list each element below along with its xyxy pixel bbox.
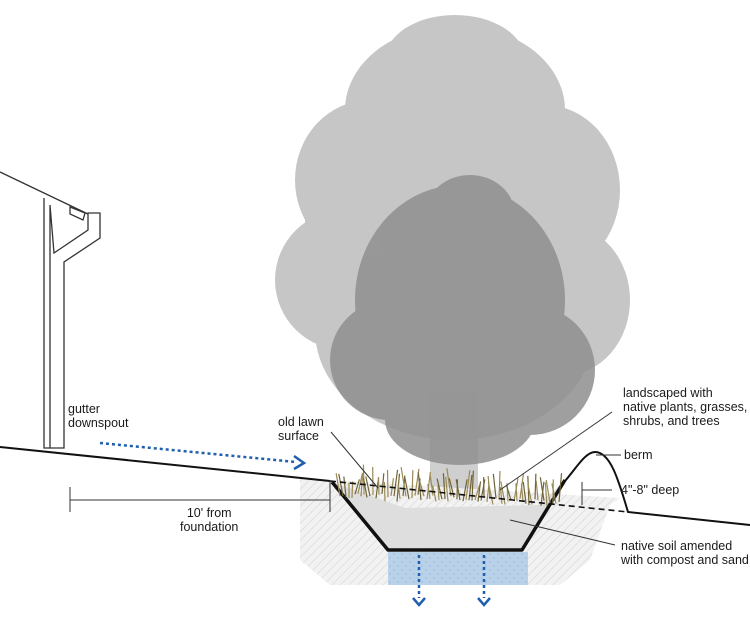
- garden-basin: [330, 479, 567, 552]
- grass-blade: [417, 478, 421, 495]
- grass-blade: [465, 470, 471, 500]
- grass-blade: [419, 481, 425, 497]
- grass-blade: [448, 478, 455, 498]
- grass-blade: [477, 481, 482, 502]
- grass-blade: [527, 475, 530, 506]
- grass-blade: [551, 483, 557, 504]
- grass-blade: [343, 476, 347, 498]
- grass-blade: [436, 478, 443, 500]
- grass-blades: [335, 464, 563, 507]
- grass-blade: [544, 482, 548, 507]
- infiltration-arrow-right: [477, 555, 491, 607]
- grass-blade: [545, 479, 551, 504]
- grass-blade: [558, 473, 563, 502]
- grass-blade: [437, 484, 440, 501]
- gutter-downspout-label: gutter downspout: [68, 402, 129, 430]
- grass-blade: [462, 479, 468, 502]
- grass-blade: [498, 470, 501, 500]
- grass-blade: [492, 473, 497, 499]
- gravel-layer: [388, 552, 528, 585]
- native-soil-label: native soil amended with compost and san…: [621, 539, 749, 567]
- grass-blade: [480, 479, 486, 501]
- grass-blade: [432, 485, 437, 502]
- grass-blade: [354, 479, 360, 495]
- grass-blade: [522, 481, 527, 504]
- depth-label: 4"-8" deep: [621, 483, 680, 497]
- grass-blade: [535, 480, 539, 501]
- grass-blade: [417, 472, 422, 501]
- grass-blade: [468, 474, 473, 501]
- grass-blade: [445, 476, 449, 502]
- amended-soil: [332, 480, 565, 550]
- grass-blade: [335, 473, 341, 497]
- grass-blade: [411, 470, 414, 499]
- grass-blade: [381, 473, 385, 494]
- grass-blade: [426, 471, 432, 500]
- grass-blade: [338, 473, 344, 497]
- grass-blade: [539, 477, 545, 501]
- old-lawn-surface-label: old lawn surface: [278, 415, 324, 443]
- gutter-downspout: [49, 204, 101, 449]
- grass-blade: [400, 467, 407, 497]
- house-outline: [0, 171, 101, 449]
- grass-blade: [534, 473, 537, 500]
- grass-blade: [404, 477, 410, 500]
- grass-blade: [383, 482, 386, 502]
- grass-blade: [499, 486, 503, 504]
- grass-blade: [506, 485, 512, 501]
- infiltration-arrow-left: [412, 555, 426, 607]
- leader-lines: [330, 411, 621, 546]
- grass-blade: [393, 469, 399, 497]
- grass-blade: [487, 482, 494, 505]
- grass-blade: [455, 479, 461, 501]
- grass-blade: [397, 484, 401, 499]
- depth-dimension: [581, 482, 612, 505]
- grass-blade: [429, 475, 434, 496]
- grass-blade: [442, 473, 446, 500]
- surface-runoff-arrow: [99, 441, 307, 471]
- distance-dimension: [69, 480, 331, 512]
- tree-illustration: [275, 15, 630, 490]
- grass-blade: [471, 470, 474, 501]
- grass-blade: [515, 483, 518, 501]
- grass-blade: [474, 484, 481, 501]
- berm-label: berm: [624, 448, 653, 462]
- tree-canopy-dark: [330, 175, 595, 465]
- distance-label: 10' from foundation: [180, 506, 239, 534]
- grass-blade: [427, 484, 431, 500]
- grass-blade: [500, 481, 506, 505]
- grass-blade: [362, 478, 368, 498]
- ground-line: [0, 446, 750, 526]
- grass-blade: [414, 468, 420, 496]
- grass-blade: [365, 476, 371, 497]
- landscaped-label: landscaped with native plants, grasses, …: [623, 386, 748, 428]
